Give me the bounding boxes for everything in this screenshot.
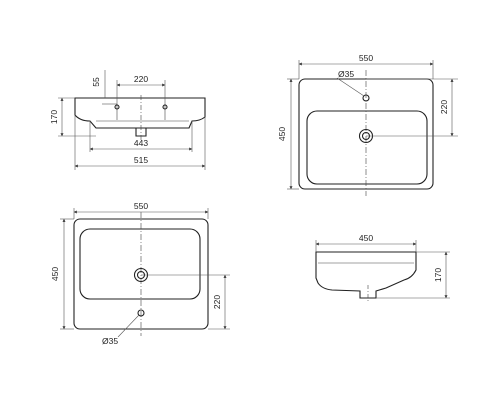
front-dim-tap-spacing: 220 [134, 74, 148, 84]
top-right-dim-depth: 450 [277, 127, 287, 141]
front-dim-height: 170 [49, 110, 59, 124]
top-right-dim-hole-to-edge: 220 [439, 100, 449, 114]
top-right-dim-hole-diameter: Ø35 [338, 69, 354, 79]
top-left-bowl-outline [79, 228, 201, 300]
top-left-dim-width: 550 [134, 201, 148, 211]
top-right-tap-hole [362, 94, 370, 102]
top-left-dim-hole-to-edge: 220 [212, 295, 222, 309]
top-left-dim-depth: 450 [50, 267, 60, 281]
front-basin-outline [74, 97, 206, 129]
front-view: 220 55 170 443 515 [49, 70, 206, 170]
side-basin-outline [315, 251, 417, 299]
top-right-bowl-outline [306, 110, 428, 185]
front-tap-hole-left [114, 104, 120, 110]
front-dim-tap-offset: 55 [91, 77, 101, 87]
top-right-dim-width: 550 [359, 53, 373, 63]
top-view-left: 550 450 220 Ø35 [50, 201, 230, 346]
front-dim-overall-width: 515 [134, 155, 148, 165]
top-left-tap-hole [137, 309, 145, 317]
top-left-dim-hole-diameter: Ø35 [102, 336, 118, 346]
side-dim-depth: 450 [359, 233, 373, 243]
side-view: 450 170 [315, 233, 450, 303]
top-view-right: 550 Ø35 450 220 [277, 53, 458, 196]
top-left-outer-outline [73, 218, 209, 330]
front-tap-hole-right [162, 104, 168, 110]
side-dim-height: 170 [433, 268, 443, 282]
front-dim-inner-width: 443 [134, 138, 148, 148]
